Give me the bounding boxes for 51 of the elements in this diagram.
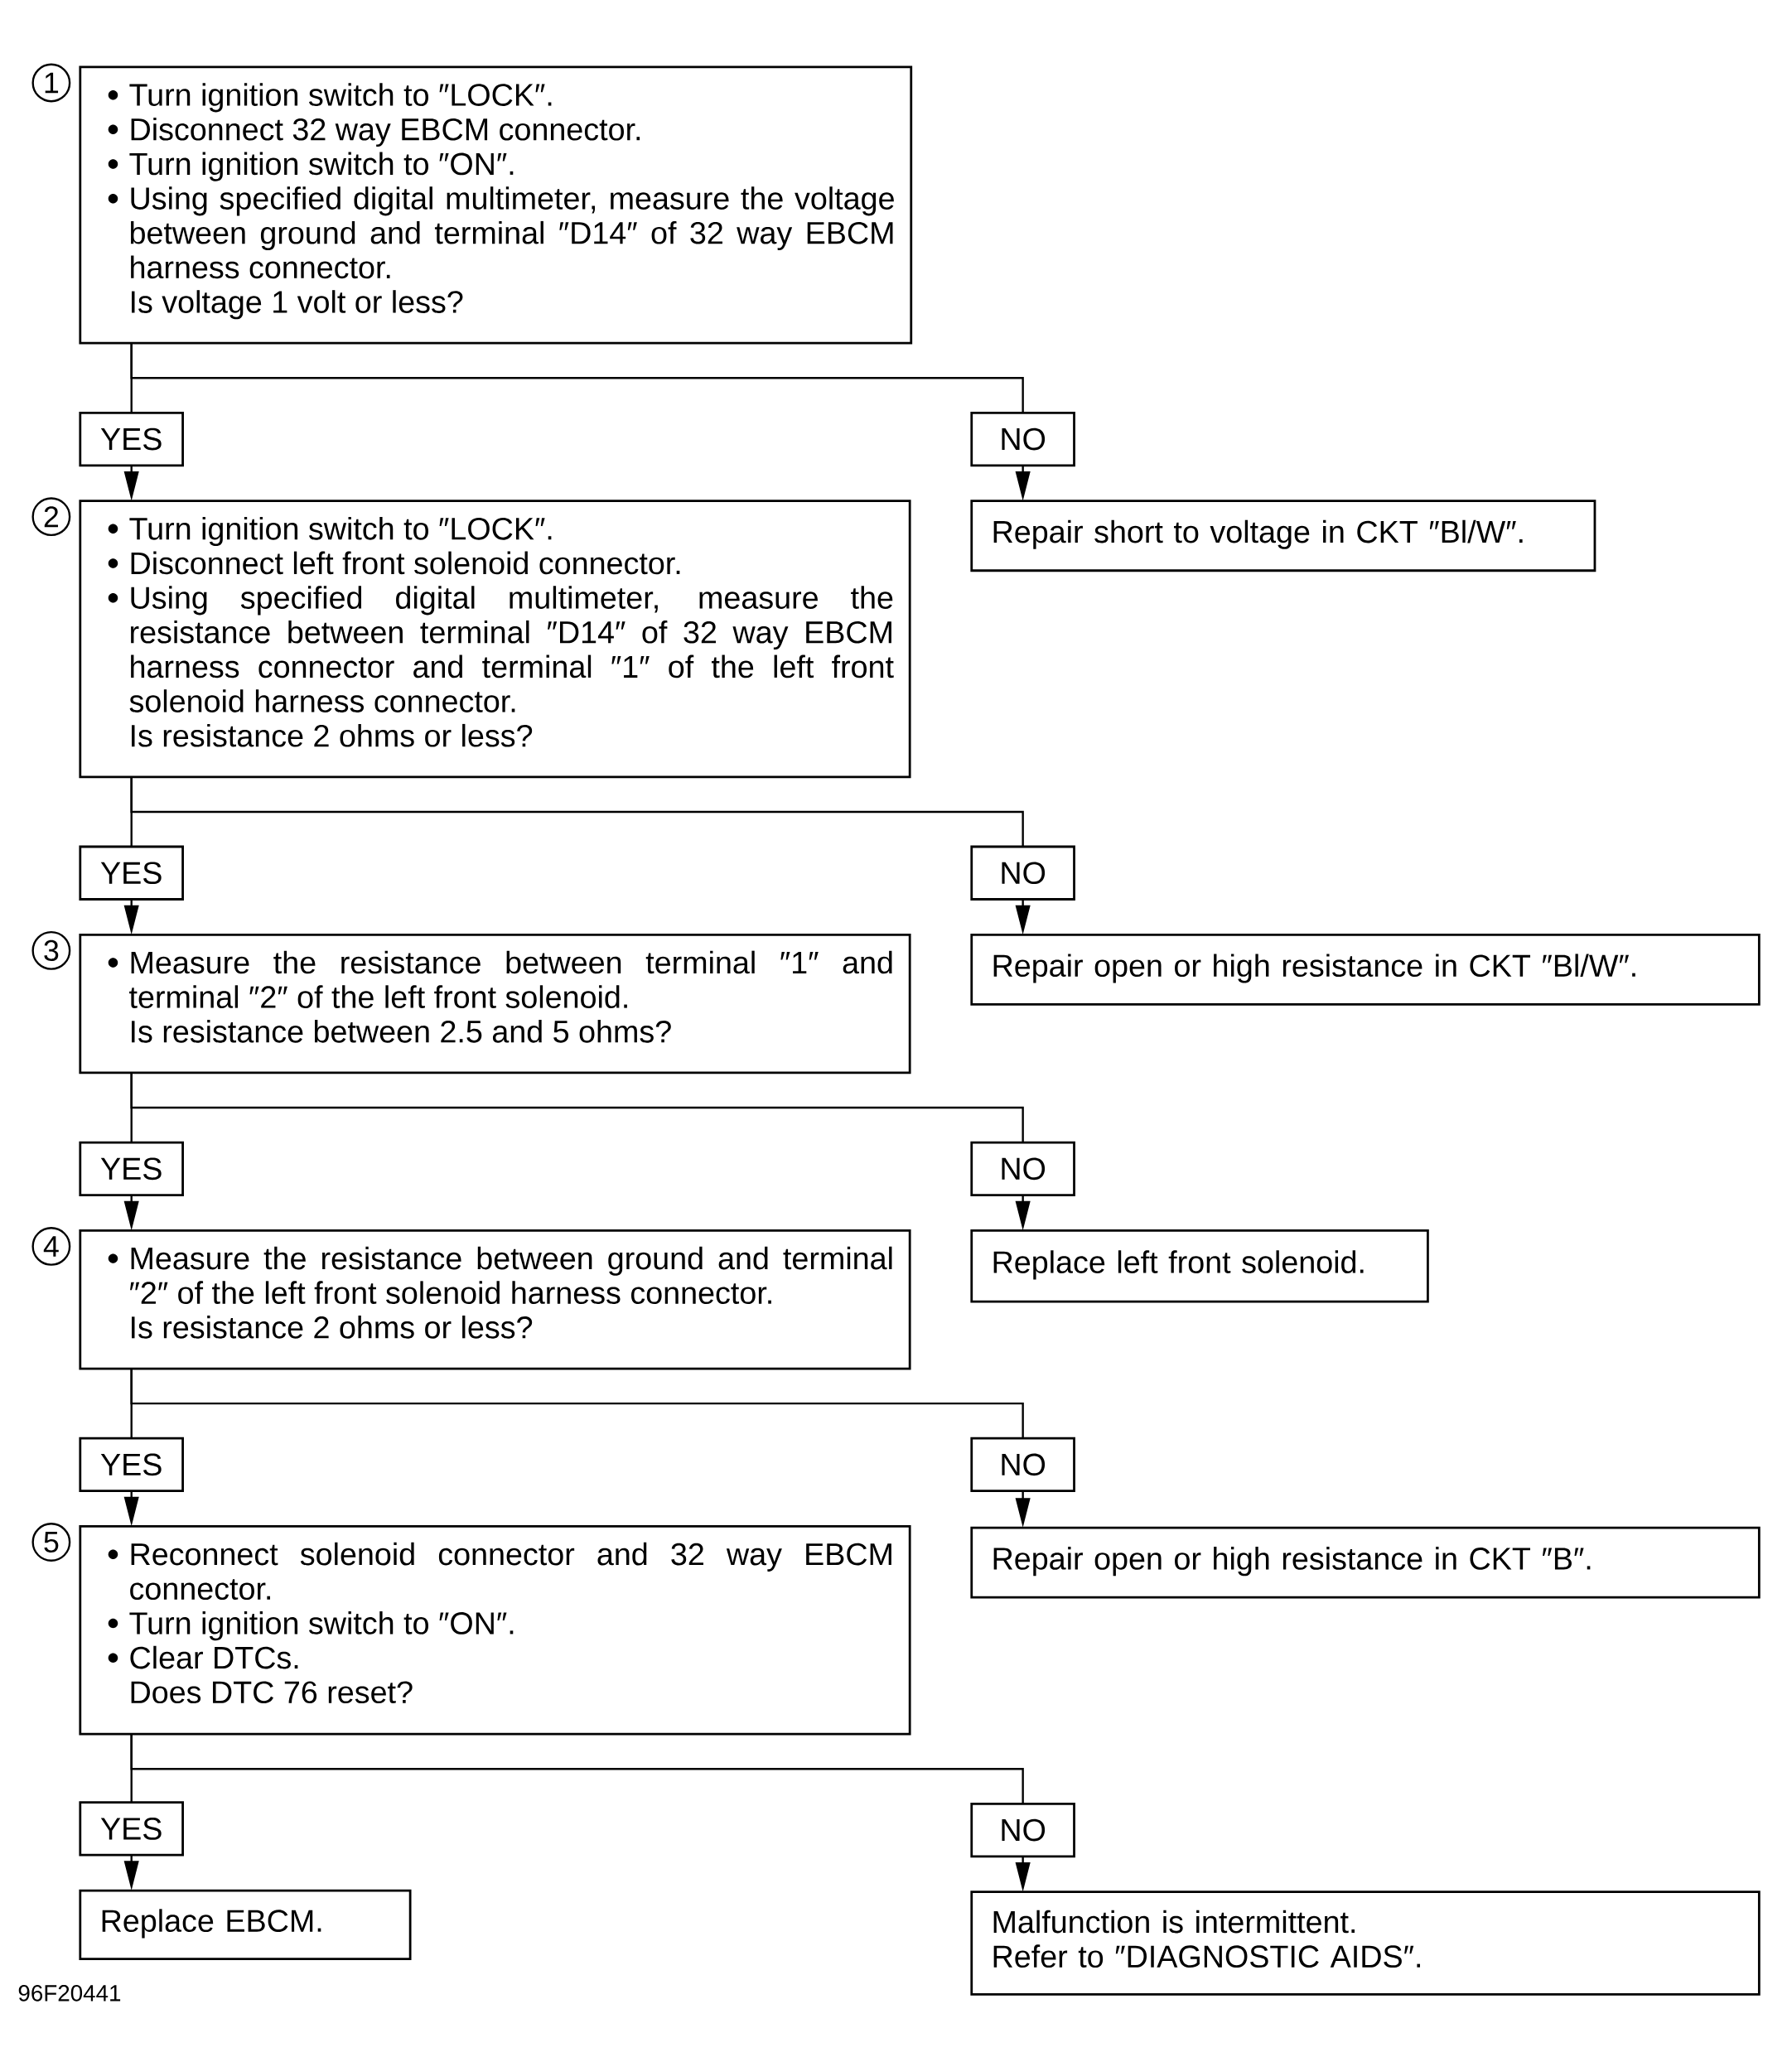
action-text: Repair short to voltage in CKT ″Bl/W″. [993,519,1523,549]
instruction-text: Disconnect 32 way EBCM connector. [131,117,640,147]
action-box [970,933,1761,1006]
action-text: Refer to ″DIAGNOSTIC AIDS″. [993,1944,1421,1968]
question-text: Is resistance 2 ohms or less? [132,1316,533,1339]
question-text: Is resistance between 2.5 and 5 ohms? [132,1019,671,1043]
branch-label-box: YES [79,1801,184,1857]
step-number: 1 [31,63,71,103]
step-number: 5 [31,1523,71,1562]
instruction-text: Disconnect left front solenoid connector. [131,551,680,575]
branch-label-box: NO [970,1437,1075,1492]
action-box [79,1889,412,1960]
instruction-text: Measure the resistance between ground and terminal ″2″ of the left front solenoid harness connector. [130,1246,892,1305]
branch-label-box: NO [970,1141,1075,1196]
instruction-text: Turn ignition switch to ″LOCK″. [129,83,552,113]
action-text: Replace left front solenoid. [993,1250,1364,1280]
branch-label-box: YES [79,845,184,901]
action-box [970,500,1596,572]
branch-label-box: YES [79,1141,184,1196]
instruction-text: Clear DTCs. [130,1645,298,1669]
connector-line [130,1734,1024,1804]
instruction-text: Using specified digital multimeter, measure the voltage between ground and terminal ″D14″ of 32 way EBCM harness connector. [130,186,894,279]
instruction-text: Measure the resistance between terminal ″1″ and terminal ″2″ of the left front solenoid. [129,950,892,1008]
question-text: Does DTC 76 reset? [131,1681,413,1704]
action-box [970,1891,1761,1996]
instruction-text: Turn ignition switch to ″ON″. [129,1611,514,1641]
step-number: 3 [31,930,71,970]
instruction-text: Reconnect solenoid connector and 32 way EBCM connector. [130,1542,891,1601]
connector-line [130,776,1024,847]
instruction-text: Turn ignition switch to ″LOCK″. [129,516,552,547]
action-box [970,1526,1761,1599]
connector-line [130,343,1024,413]
action-box [970,1229,1429,1303]
connector-line [130,1072,1024,1143]
step-number: 4 [31,1227,71,1266]
branch-label-box: NO [970,845,1075,901]
branch-label-box: YES [79,1437,184,1492]
step-number: 2 [31,497,71,537]
figure-code: 96F20441 [18,1985,121,2002]
question-text: Is resistance 2 ohms or less? [132,723,533,747]
action-text: Repair open or high resistance in CKT ″B″. [993,1547,1591,1577]
action-text: Malfunction is intermittent. [993,1910,1355,1934]
instruction-text: Turn ignition switch to ″ON″. [129,152,514,181]
question-text: Is voltage 1 volt or less? [132,290,463,320]
instruction-text: Using specified digital multimeter, measure the resistance between terminal ″D14″ of 32 way EBCM harness connector and terminal ″1″ of the left front solenoid harness connector. [129,586,894,712]
connector-line [130,1369,1024,1439]
branch-label-box: NO [970,1802,1075,1858]
action-text: Replace EBCM. [102,1909,321,1939]
action-text: Repair open or high resistance in CKT ″Bl/W″. [993,954,1635,983]
branch-label-box: YES [79,411,184,467]
branch-label-box: NO [970,411,1075,467]
